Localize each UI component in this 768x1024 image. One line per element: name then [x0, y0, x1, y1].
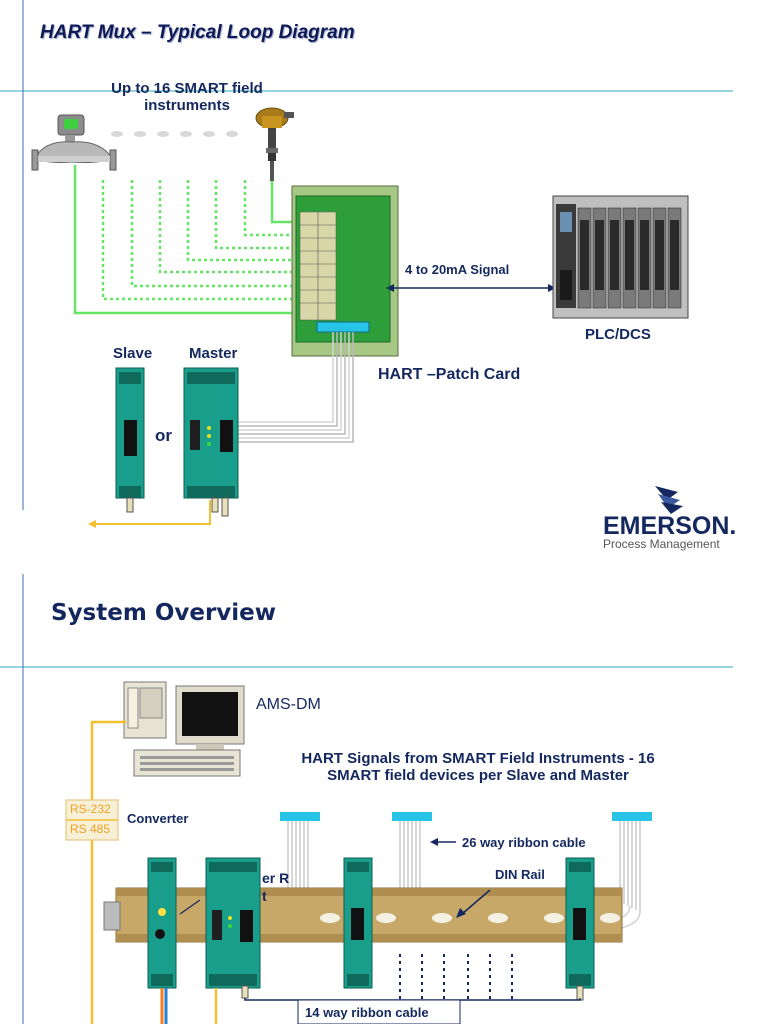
emerson-tagline: Process Management [603, 537, 720, 551]
slide-title: System Overview [51, 600, 277, 626]
hart-signals-label: HART Signals from SMART Field Instrument… [301, 750, 655, 784]
plc-dcs-icon [552, 195, 689, 319]
converter-pointer [179, 899, 201, 915]
ribbon-connector-3 [612, 812, 652, 821]
system-overview-graphic [0, 574, 733, 1024]
master-module-icon [205, 857, 261, 1024]
temperature-transmitter-icon [255, 107, 294, 181]
ribbon-connector-2 [392, 812, 432, 821]
master-module-icon [183, 367, 239, 517]
ribbon-cable-slide1 [236, 332, 354, 443]
hart-patch-card [291, 185, 399, 357]
master-label: Master [189, 345, 238, 362]
slave-label: Slave [113, 345, 153, 362]
din-rail-arrow [456, 889, 491, 918]
output-arrow [88, 500, 211, 528]
field-instruments-label: Up to 16 SMART field instruments [111, 80, 263, 114]
slide-title: HART Mux – Typical Loop Diagram [40, 22, 355, 43]
slave-module-2-icon [343, 857, 373, 989]
patch-card-label: HART –Patch Card [378, 366, 521, 383]
ribbon26-label: 26 way ribbon cable [462, 835, 586, 850]
slide-hart-mux-loop-diagram: HART Mux – Typical Loop Diagram Up to 16… [0, 0, 737, 551]
slave-module-3-icon [565, 857, 595, 1001]
converter-module-icon [147, 857, 177, 1024]
ams-dm-label: AMS-DM [256, 696, 321, 713]
flow-meter-icon [31, 114, 117, 171]
partial-label-2: t [262, 888, 267, 904]
slide-system-overview: System Overview AMS-DM HART Signals from… [0, 570, 768, 1024]
signal-label: 4 to 20mA Signal [405, 262, 510, 277]
ribbon14-label: 14 way ribbon cable [305, 1005, 429, 1020]
ribbon-connector-1 [280, 812, 320, 821]
din-rail-label: DIN Rail [495, 867, 545, 882]
emerson-logo-text: EMERSON. [603, 512, 737, 540]
instrument-ellipsis-dots [111, 131, 238, 137]
plc-dcs-label: PLC/DCS [585, 326, 651, 343]
field-wiring [73, 165, 300, 315]
computer-icon [123, 681, 245, 777]
signal-arrow [386, 284, 556, 292]
ribbon14-label-box [297, 999, 461, 1024]
or-label: or [155, 426, 172, 445]
partial-label-1: er R [262, 870, 290, 886]
rs232-bus [90, 720, 126, 1024]
ribbon26-arrow [430, 838, 456, 846]
rs485-label: RS 485 [68, 822, 113, 836]
converter-label: Converter [127, 811, 189, 826]
rs232-label: RS-232 [68, 802, 113, 816]
continuation-dots [399, 954, 513, 1000]
slave-module-icon [115, 367, 145, 513]
loop-diagram-graphic [0, 0, 733, 528]
emerson-logo-icon [655, 486, 683, 514]
